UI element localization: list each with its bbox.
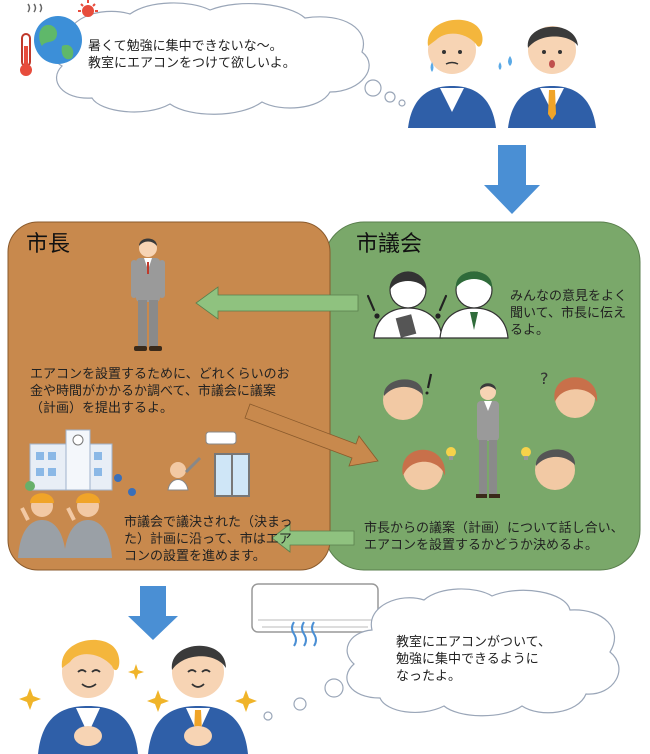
student-girl-happy xyxy=(38,639,138,754)
bottom-bubble-text: 教室にエアコンがついて、 勉強に集中できるように なったよ。 xyxy=(396,634,596,685)
mayor-desc-text: エアコンを設置するために、どれくらいのお 金や時間がかかるか調べて、市議会に議案… xyxy=(30,366,330,417)
cool-air-icon xyxy=(291,621,317,647)
mayor-result-text: 市議会で議決された（決まっ た）計画に沿って、市はエア コンの設置を進めます。 xyxy=(124,514,304,565)
mayor-desc-line-1: エアコンを設置するために、どれくらいのお xyxy=(30,367,290,382)
head-man-idea xyxy=(521,447,576,490)
head-woman-idea xyxy=(402,447,456,490)
air-conditioner-icon xyxy=(251,583,379,633)
sparkle-icons xyxy=(19,664,257,712)
top-bubble-line-1: 暑くて勉強に集中できないな～。 xyxy=(88,39,283,54)
council-member-woman xyxy=(373,271,443,339)
bottom-bubble-line-2: 勉強に集中できるように xyxy=(396,652,539,667)
mayor-desc-line-2: 金や時間がかかるか調べて、市議会に議案 xyxy=(30,384,276,399)
top-bubble-line-2: 教室にエアコンをつけて欲しいよ。 xyxy=(88,56,296,71)
construction-worker-2 xyxy=(64,493,112,558)
council-listen-line-2: 聞いて、市長に伝え xyxy=(510,306,626,321)
school-building-icon xyxy=(25,429,136,496)
ac-installer-icon xyxy=(167,431,237,491)
council-member-man xyxy=(439,271,509,339)
heat-waves-icon xyxy=(27,3,43,13)
top-bubble-text: 暑くて勉強に集中できないな～。 教室にエアコンをつけて欲しいよ。 xyxy=(88,38,296,72)
council-title: 市議会 xyxy=(356,232,423,257)
head-woman-question: ? xyxy=(540,369,598,418)
arrow-down-to-result xyxy=(128,586,178,640)
council-decide-line-2: エアコンを設置するかどうか決めるよ。 xyxy=(364,538,599,553)
mayor-result-line-2: た）計画に沿って、市はエア xyxy=(124,532,292,547)
svg-text:?: ? xyxy=(540,369,549,388)
bottom-bubble-line-1: 教室にエアコンがついて、 xyxy=(396,635,551,650)
council-decide-line-1: 市長からの議案（計画）について話し合い、 xyxy=(364,521,624,536)
construction-worker-1 xyxy=(18,493,66,558)
mayor-result-line-1: 市議会で議決された（決まっ xyxy=(124,515,293,530)
top-thought-bubble xyxy=(53,2,406,115)
mayor-result-line-3: コンの設置を進めます。 xyxy=(124,549,266,564)
mayor-title: 市長 xyxy=(26,232,71,257)
council-listen-text: みんなの意見をよく 聞いて、市長に伝え るよ。 xyxy=(510,288,640,339)
council-listen-line-1: みんなの意見をよく xyxy=(510,289,628,304)
student-boy-happy xyxy=(148,645,248,754)
arrow-decision-to-mayor xyxy=(271,523,355,553)
arrow-down-to-council xyxy=(484,145,540,214)
bottom-bubble-line-3: なったよ。 xyxy=(396,669,462,684)
council-decide-text: 市長からの議案（計画）について話し合い、 エアコンを設置するかどうか決めるよ。 xyxy=(364,520,634,554)
window-icon xyxy=(214,453,250,497)
student-boy-hot xyxy=(498,26,596,128)
globe-icon xyxy=(34,16,82,64)
exclaim-marks xyxy=(366,294,448,319)
arrow-proposal-to-council xyxy=(244,403,379,467)
council-mayor-figure xyxy=(476,383,500,498)
bottom-thought-bubble xyxy=(263,588,620,721)
thermometer-icon xyxy=(20,33,32,76)
head-man-exclaim xyxy=(383,373,433,420)
student-girl-hot xyxy=(408,19,496,128)
mayor-figure xyxy=(131,238,165,351)
arrow-council-to-mayor xyxy=(195,286,359,320)
sun-icon xyxy=(78,0,98,17)
mayor-desc-line-3: （計画）を提出するよ。 xyxy=(30,401,174,416)
council-listen-line-3: るよ。 xyxy=(510,323,550,338)
